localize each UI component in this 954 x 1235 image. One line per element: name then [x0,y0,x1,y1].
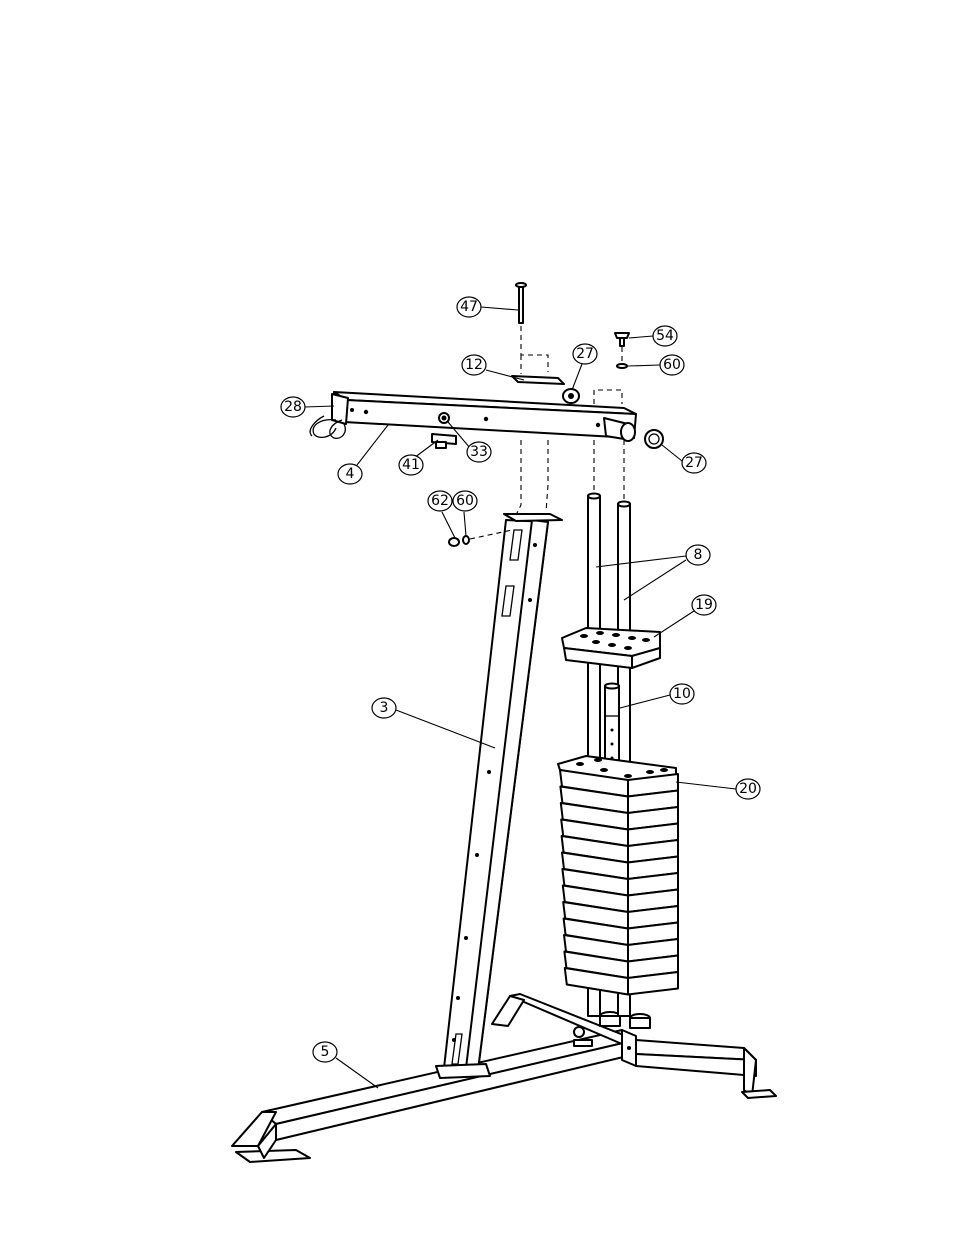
callout-number: 54 [656,328,674,344]
callout-number: 41 [402,457,420,473]
top-plate [562,628,660,668]
callout-c3: 3 [372,698,396,718]
callout-number: 19 [695,597,713,613]
callout-number: 20 [739,781,757,797]
callout-c41: 41 [399,455,423,475]
upright-column [436,514,562,1078]
callout-c27b: 27 [682,453,706,473]
callout-number: 12 [465,357,483,373]
callout-c20: 20 [736,779,760,799]
callout-c4: 4 [338,464,362,484]
callout-number: 27 [685,455,703,471]
callout-number: 33 [470,444,488,460]
callout-c60b: 60 [453,491,477,511]
callout-c8: 8 [686,545,710,565]
callout-c60a: 60 [660,355,684,375]
callout-c54: 54 [653,326,677,346]
callout-c47: 47 [457,297,481,317]
callout-c28: 28 [281,397,305,417]
callout-c27a: 27 [573,344,597,364]
callout-c62: 62 [428,491,452,511]
callout-c5: 5 [313,1042,337,1062]
callout-number: 3 [380,700,389,716]
callout-number: 60 [663,357,681,373]
callout-c12: 12 [462,355,486,375]
lat-beam [310,389,663,448]
callout-number: 28 [284,399,302,415]
callout-number: 62 [431,493,449,509]
callout-number: 60 [456,493,474,509]
callout-number: 10 [673,686,691,702]
callout-number: 8 [694,547,703,563]
callout-c19: 19 [692,595,716,615]
weight-stack [558,756,678,995]
callout-number: 4 [346,466,355,482]
base-frame [232,994,776,1162]
callout-number: 5 [321,1044,330,1060]
callout-number: 47 [460,299,478,315]
callout-c10: 10 [670,684,694,704]
callout-number: 27 [576,346,594,362]
callout-c33: 33 [467,442,491,462]
